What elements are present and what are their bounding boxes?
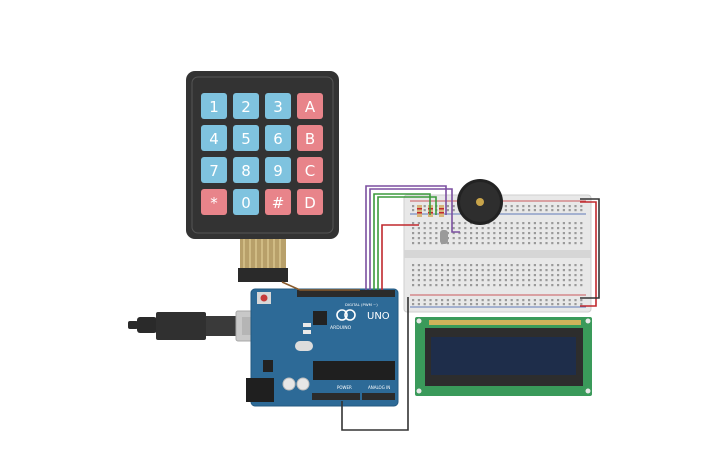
keypad-key-C[interactable]: C — [297, 157, 323, 183]
keypad-key-label: C — [305, 162, 315, 180]
keypad-connector — [238, 268, 288, 282]
keypad-key-label: * — [210, 194, 218, 212]
keypad-key-3[interactable]: 3 — [265, 93, 291, 119]
board-brand: ARDUINO — [330, 325, 352, 331]
wire-black — [580, 198, 600, 299]
wire-red — [381, 224, 419, 290]
keypad-key-label: 8 — [241, 162, 251, 180]
wire-brown — [281, 281, 360, 291]
power-label: POWER — [337, 385, 352, 390]
lcd-pins — [429, 320, 581, 325]
keypad-key-label: 7 — [209, 162, 219, 180]
keypad-key-2[interactable]: 2 — [233, 93, 259, 119]
keypad-key-8[interactable]: 8 — [233, 157, 259, 183]
board-model: UNO — [367, 311, 390, 322]
lcd-screen — [431, 337, 576, 375]
keypad-key-D[interactable]: D — [297, 189, 323, 215]
keypad-key-label: 6 — [273, 130, 283, 148]
atmega-chip — [313, 361, 395, 380]
crystal — [295, 341, 313, 351]
digital-label: DIGITAL (PWM ~) — [345, 302, 378, 307]
analog-label: ANALOG IN — [368, 385, 390, 390]
keypad-key-label: 5 — [241, 130, 251, 148]
keypad-key-label: # — [272, 194, 285, 212]
usb-cable — [128, 310, 273, 342]
potentiometer — [440, 230, 448, 244]
wire-purple — [365, 185, 447, 290]
keypad-key-5[interactable]: 5 — [233, 125, 259, 151]
wire-purple — [369, 188, 460, 290]
keypad-key-label: 9 — [273, 162, 283, 180]
lcd-display[interactable] — [415, 317, 592, 396]
keypad-key-label: 0 — [241, 194, 251, 212]
keypad-key-label: A — [305, 98, 316, 116]
keypad-keys[interactable]: 1 2 3 A 4 5 6 B 7 8 9 C * 0 # D — [201, 93, 323, 215]
digital-header — [297, 290, 395, 297]
keypad-ribbon — [238, 239, 288, 282]
keypad-key-label: 1 — [209, 98, 219, 116]
piezo-buzzer[interactable] — [457, 179, 503, 225]
keypad-key-label: 3 — [273, 98, 283, 116]
wire-red — [580, 201, 597, 307]
capacitor — [282, 377, 296, 391]
wire-green — [373, 193, 431, 290]
wire-green — [377, 196, 437, 290]
keypad[interactable]: 1 2 3 A 4 5 6 B 7 8 9 C * 0 # D — [186, 71, 339, 282]
keypad-key-star[interactable]: * — [201, 189, 227, 215]
keypad-key-label: D — [304, 194, 316, 212]
power-header — [312, 393, 360, 400]
analog-header — [362, 393, 395, 400]
keypad-key-A[interactable]: A — [297, 93, 323, 119]
wire-black — [341, 297, 409, 431]
power-jack — [246, 378, 274, 402]
keypad-key-1[interactable]: 1 — [201, 93, 227, 119]
keypad-key-label: B — [305, 130, 315, 148]
keypad-key-label: 2 — [241, 98, 251, 116]
keypad-key-4[interactable]: 4 — [201, 125, 227, 151]
keypad-key-9[interactable]: 9 — [265, 157, 291, 183]
capacitor — [296, 377, 310, 391]
arduino-board[interactable]: UNO ARDUINO DIGITAL (PWM ~) POWER ANALOG… — [246, 288, 399, 407]
keypad-key-hash[interactable]: # — [265, 189, 291, 215]
keypad-key-7[interactable]: 7 — [201, 157, 227, 183]
keypad-key-B[interactable]: B — [297, 125, 323, 151]
keypad-key-0[interactable]: 0 — [233, 189, 259, 215]
wires — [281, 185, 600, 431]
keypad-key-label: 4 — [209, 130, 219, 148]
keypad-key-6[interactable]: 6 — [265, 125, 291, 151]
arduino-logo-icon — [336, 309, 348, 321]
